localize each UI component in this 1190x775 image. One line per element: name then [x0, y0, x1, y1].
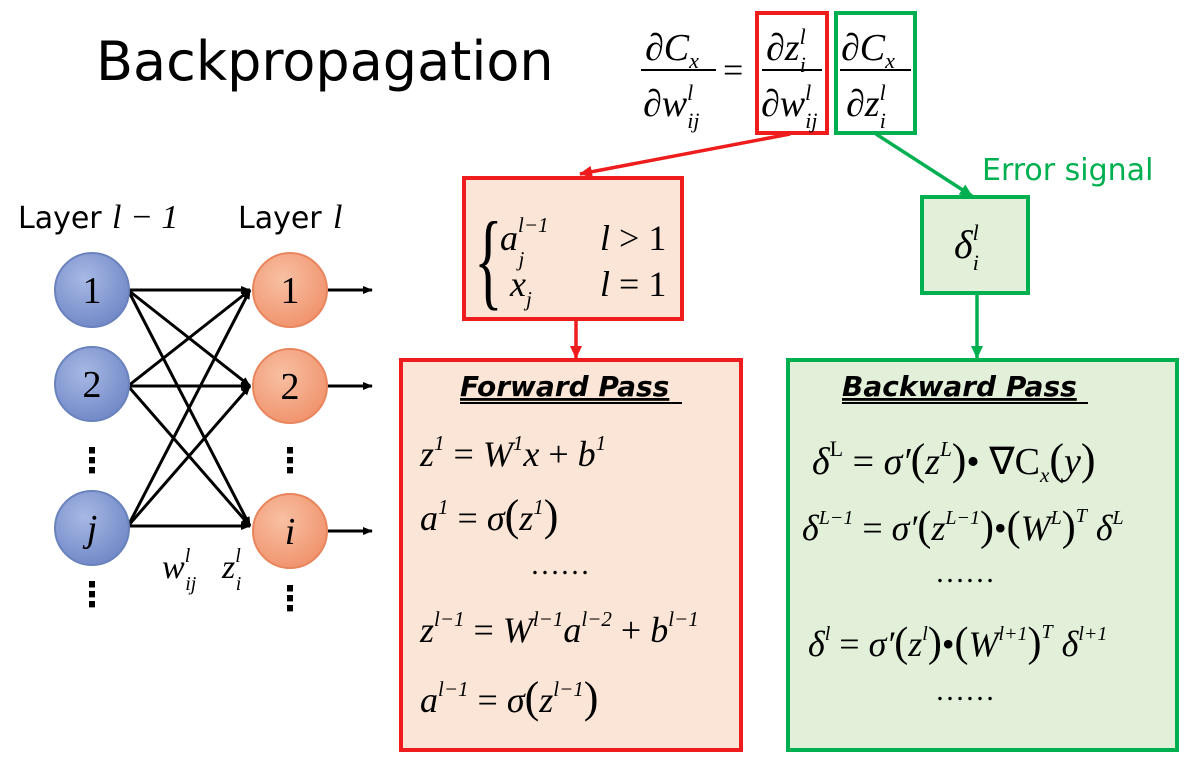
svg-text:δL = σ′(zL)• ∇Cx(y): δL = σ′(zL)• ∇Cx(y) [812, 435, 1096, 487]
svg-text:2: 2 [83, 364, 102, 406]
svg-text:1: 1 [281, 270, 300, 312]
backward-dots-1: …… [935, 556, 995, 589]
svg-text:∂zli: ∂zli [846, 80, 886, 133]
svg-text:z1 = W1x + b1: z1 = W1x + b1 [419, 431, 606, 474]
error-signal-label: Error signal [982, 153, 1153, 188]
dz-dw-box [755, 11, 829, 135]
red-arrow-to-activation [579, 132, 791, 178]
forward-pass-title: Forward Pass [460, 370, 669, 403]
node-curr-i: i [252, 493, 328, 569]
vdots-curr-1: ⋮ [273, 441, 307, 481]
svg-text:Layer: Layer [18, 201, 102, 236]
svg-text:l: l [333, 199, 342, 236]
forward-pass-box [399, 358, 743, 752]
svg-text:Layer: Layer [238, 201, 322, 236]
node-curr-1: 1 [252, 252, 328, 328]
delta-box [920, 195, 1030, 295]
svg-text:∂Cx: ∂Cx [841, 27, 895, 73]
node-prev-j: j [54, 490, 130, 566]
svg-text:l − 1: l − 1 [112, 199, 178, 236]
backward-equations: δL = σ′(zL)• ∇Cx(y) δL−1 = σ′(zL−1)•(WL)… [802, 435, 1124, 707]
vdots-curr-2: ⋮ [273, 579, 307, 619]
layer-prev-label: Layer l − 1 [18, 199, 178, 236]
vdots-prev-1: ⋮ [75, 441, 109, 481]
svg-text:{: { [474, 199, 503, 319]
forward-dots: …… [530, 548, 590, 581]
activation-cases-box [462, 176, 684, 321]
backward-dots-2: …… [935, 674, 995, 707]
svg-text:2: 2 [281, 366, 300, 408]
svg-text:=: = [723, 50, 743, 90]
svg-text:i: i [285, 511, 296, 553]
page-title: Backpropagation [96, 30, 554, 93]
node-prev-1: 1 [54, 252, 130, 328]
svg-text:l = 1: l = 1 [600, 264, 666, 304]
layer-curr-label: Layer l [238, 199, 342, 236]
backward-pass-title: Backward Pass [842, 370, 1077, 403]
node-curr-2: 2 [252, 348, 328, 424]
svg-text:∂Cx: ∂Cx [645, 27, 699, 73]
network-connections [126, 286, 373, 535]
svg-text:δl = σ′(zl)•(Wl+1)T δl+1: δl = σ′(zl)•(Wl+1)T δl+1 [808, 620, 1107, 666]
green-arrow-to-delta [875, 132, 973, 198]
svg-text:1: 1 [83, 270, 102, 312]
dc-dz-box [834, 11, 917, 135]
node-prev-2: 2 [54, 346, 130, 422]
vdots-prev-2: ⋮ [75, 575, 109, 615]
svg-text:l > 1: l > 1 [600, 218, 666, 258]
svg-text:∂zli: ∂zli [766, 24, 806, 77]
backward-pass-box [786, 358, 1179, 752]
